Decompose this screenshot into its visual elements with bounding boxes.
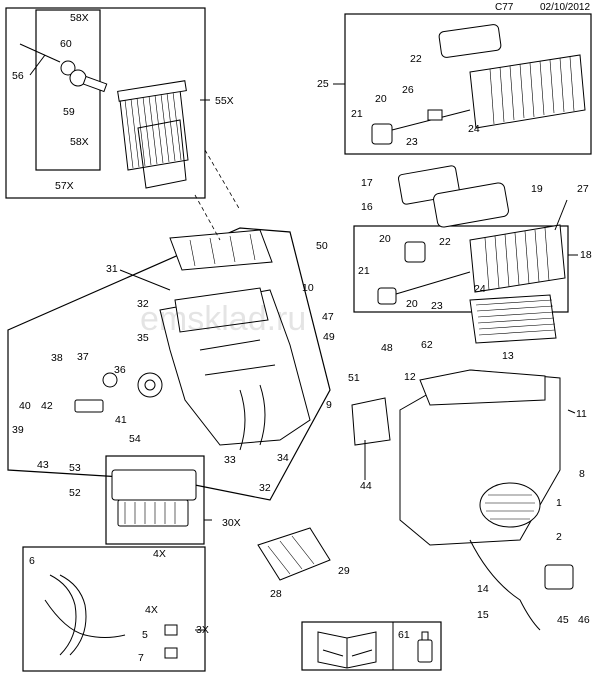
- callout-54: 54: [129, 433, 141, 445]
- callout-58x: 58X: [70, 12, 89, 24]
- callout-22: 22: [439, 236, 451, 248]
- callout-30x: 30X: [222, 517, 241, 529]
- callout-4x: 4X: [153, 548, 166, 560]
- callout-38: 38: [51, 352, 63, 364]
- callout-37: 37: [77, 351, 89, 363]
- callout-43: 43: [37, 459, 49, 471]
- callout-2: 2: [556, 531, 562, 543]
- heater-valve: [19, 43, 108, 93]
- callout-12: 12: [404, 371, 416, 383]
- evaporator-core-small: [111, 469, 197, 527]
- watermark: emsklad.ru: [140, 300, 307, 338]
- callout-34: 34: [277, 452, 289, 464]
- callout-21: 21: [358, 265, 370, 277]
- callout-46: 46: [578, 614, 590, 626]
- callout-20: 20: [406, 298, 418, 310]
- callout-60: 60: [60, 38, 72, 50]
- callout-5: 5: [142, 629, 148, 641]
- callout-50: 50: [316, 240, 328, 252]
- callout-48: 48: [381, 342, 393, 354]
- callout-9: 9: [326, 399, 332, 411]
- callout-36: 36: [114, 364, 126, 376]
- callout-28: 28: [270, 588, 282, 600]
- heater-housing: [74, 229, 311, 451]
- callout-27: 27: [577, 183, 589, 195]
- housing-seal: [351, 397, 391, 446]
- diagram-date: 02/10/2012: [540, 2, 591, 13]
- callout-49: 49: [323, 331, 335, 343]
- callout-33: 33: [224, 454, 236, 466]
- diagram-code: C77: [495, 2, 514, 13]
- manual-icon: [317, 631, 377, 669]
- callout-13: 13: [502, 350, 514, 362]
- callout-26: 26: [402, 84, 414, 96]
- callout-18: 18: [580, 249, 592, 261]
- callout-32: 32: [259, 482, 271, 494]
- callout-10: 10: [302, 282, 314, 294]
- evaporator-group-box: [353, 225, 569, 313]
- heater-valve-subgroup-box: [35, 9, 101, 171]
- callout-23: 23: [431, 300, 443, 312]
- callout-15: 15: [477, 609, 489, 621]
- callout-51: 51: [348, 372, 360, 384]
- callout-4x: 4X: [145, 604, 158, 616]
- callout-6: 6: [29, 555, 35, 567]
- callout-42: 42: [41, 400, 53, 412]
- callout-59: 59: [63, 106, 75, 118]
- callout-19: 19: [531, 183, 543, 195]
- callout-22: 22: [410, 53, 422, 65]
- callout-8: 8: [579, 468, 585, 480]
- callout-31: 31: [106, 263, 118, 275]
- callout-16: 16: [361, 201, 373, 213]
- heater-housing-group-box: [7, 227, 331, 501]
- callout-52: 52: [69, 487, 81, 499]
- filter-panel: [257, 527, 331, 581]
- callout-53: 53: [69, 462, 81, 474]
- callout-14: 14: [477, 583, 489, 595]
- heater-core-group-box: [5, 7, 206, 199]
- callout-35: 35: [137, 332, 149, 344]
- callout-62: 62: [421, 339, 433, 351]
- callout-25: 25: [317, 78, 329, 90]
- callout-56: 56: [12, 70, 24, 82]
- callout-57x: 57X: [55, 180, 74, 192]
- callout-29: 29: [338, 565, 350, 577]
- callout-7: 7: [138, 652, 144, 664]
- callout-58x: 58X: [70, 136, 89, 148]
- blower-housing: [399, 369, 574, 631]
- heater-core-seal: [137, 119, 187, 189]
- manual-reference-box: [301, 621, 442, 671]
- callout-3x: 3X: [196, 624, 209, 636]
- callout-45: 45: [557, 614, 569, 626]
- callout-24: 24: [468, 123, 480, 135]
- callout-11: 11: [576, 408, 587, 420]
- callout-44: 44: [360, 480, 372, 492]
- cabin-filter: [469, 294, 557, 344]
- callout-17: 17: [361, 177, 373, 189]
- hoses: [44, 574, 178, 659]
- callout-1: 1: [556, 497, 562, 509]
- callout-47: 47: [322, 311, 334, 323]
- evaporator-sub-box: [105, 455, 205, 545]
- callout-32: 32: [137, 298, 149, 310]
- callout-21: 21: [351, 108, 363, 120]
- callout-41: 41: [115, 414, 127, 426]
- heater-core: [117, 80, 189, 171]
- hoses-group-box: [22, 546, 206, 672]
- evaporator-top: [371, 24, 586, 145]
- callout-20: 20: [375, 93, 387, 105]
- evaporator: [377, 165, 566, 305]
- callout-40: 40: [19, 400, 31, 412]
- callout-39: 39: [12, 424, 24, 436]
- callout-23: 23: [406, 136, 418, 148]
- callout-24: 24: [474, 283, 486, 295]
- callout-61: 61: [398, 629, 410, 641]
- lubricant-icon: [417, 631, 433, 663]
- callout-20: 20: [379, 233, 391, 245]
- callout-55x: 55X: [215, 95, 234, 107]
